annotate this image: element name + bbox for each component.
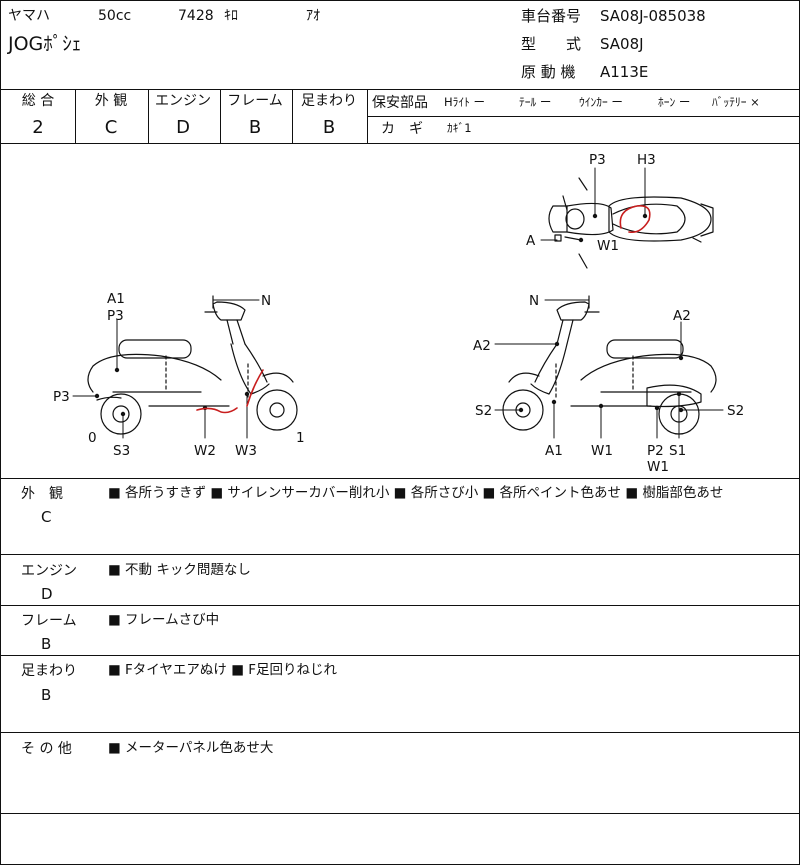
grade-header-engine: エンジン <box>155 93 211 109</box>
safety-item-winker: ｳｲﾝｶｰ ー <box>579 95 623 109</box>
label-left-front-end: 1 <box>296 430 305 446</box>
label-right-s2-rear: S2 <box>727 403 744 419</box>
note-category-exterior: 外 観 <box>21 486 63 502</box>
label-right-a2-front: A2 <box>473 338 491 354</box>
engine-code: A113E <box>600 63 649 81</box>
divider <box>75 89 76 143</box>
note-grade-frame: B <box>41 635 52 653</box>
divider <box>1 89 799 90</box>
note-text-other: ■ メーターパネル色あせ大 <box>108 740 274 756</box>
leader-lines <box>72 167 724 439</box>
model-name: JOGﾎﾟｼｪ <box>8 33 82 55</box>
engine-label: 原 動 機 <box>521 63 576 81</box>
key-label: カ ギ <box>381 121 423 137</box>
grade-suspension: B <box>322 117 336 138</box>
mileage-unit: ｷﾛ <box>224 8 238 24</box>
divider <box>1 605 799 606</box>
divider <box>367 89 368 143</box>
note-category-other: そ の 他 <box>21 741 72 757</box>
note-text-engine: ■ 不動 キック問題なし <box>108 562 251 578</box>
divider <box>1 655 799 656</box>
key-value: ｶｷﾞ1 <box>447 121 472 135</box>
divider <box>292 89 293 143</box>
grade-engine: D <box>176 117 190 138</box>
label-right-w1-rear: W1 <box>647 459 669 475</box>
label-top-p3: P3 <box>589 152 606 168</box>
label-right-p2: P2 <box>647 443 664 459</box>
label-left-s3: S3 <box>113 443 130 459</box>
grade-overall: 2 <box>32 117 44 138</box>
divider <box>148 89 149 143</box>
note-text-frame: ■ フレームさび中 <box>108 612 220 628</box>
label-left-n: N <box>261 293 271 309</box>
mileage: 7428 <box>178 8 214 24</box>
label-right-a1: A1 <box>545 443 563 459</box>
note-grade-suspension: B <box>41 686 52 704</box>
divider <box>1 813 799 814</box>
divider <box>1 143 799 144</box>
label-top-h3: H3 <box>637 152 656 168</box>
scooter-top-view <box>548 177 714 269</box>
safety-item-headlight: Hﾗｲﾄ ー <box>444 95 486 109</box>
label-left-w2: W2 <box>194 443 216 459</box>
label-right-s2-front: S2 <box>475 403 492 419</box>
model-code-label: 型 式 <box>521 35 582 53</box>
label-left-rear-end: 0 <box>88 430 97 446</box>
grade-frame: B <box>248 117 262 138</box>
displacement: 50cc <box>98 8 132 24</box>
divider <box>368 116 799 117</box>
divider <box>220 89 221 143</box>
safety-parts-label: 保安部品 <box>372 95 428 111</box>
body-color: ｱｵ <box>306 8 320 24</box>
label-right-a2-rear: A2 <box>673 308 691 324</box>
note-grade-engine: D <box>41 585 53 603</box>
note-grade-exterior: C <box>41 508 52 526</box>
note-text-suspension: ■ Fタイヤエアぬけ ■ F足回りねじれ <box>108 662 338 678</box>
label-left-w3: W3 <box>235 443 257 459</box>
safety-item-battery: ﾊﾞｯﾃﾘｰ × <box>712 95 760 109</box>
note-category-frame: フレーム <box>21 613 77 629</box>
divider <box>1 478 799 479</box>
label-top-w1: W1 <box>597 238 619 254</box>
frame-no-label: 車台番号 <box>521 7 582 25</box>
safety-item-horn: ﾎｰﾝ ー <box>658 95 691 109</box>
damage-diagram: P3 H3 A W1 A1 P3 N P3 0 S3 W2 W3 1 N A2 … <box>53 152 744 475</box>
frame-no: SA08J-085038 <box>600 7 706 25</box>
maker: ヤマハ <box>8 8 50 24</box>
note-text-exterior: ■ 各所うすきず ■ サイレンサーカバー削れ小 ■ 各所さび小 ■ 各所ペイント… <box>108 485 724 501</box>
label-right-w1: W1 <box>591 443 613 459</box>
grade-header-suspension: 足まわり <box>301 93 357 109</box>
label-left-p3-upper: P3 <box>107 308 124 324</box>
grade-header-frame: フレーム <box>227 93 283 109</box>
model-code: SA08J <box>600 35 644 53</box>
divider <box>1 732 799 733</box>
grade-exterior: C <box>104 117 118 138</box>
pointer-dots <box>94 213 684 417</box>
grade-header-overall: 総 合 <box>21 93 55 109</box>
note-category-engine: エンジン <box>21 563 77 579</box>
grade-header-exterior: 外 観 <box>94 93 128 109</box>
label-right-s1: S1 <box>669 443 686 459</box>
divider <box>1 554 799 555</box>
damage-marks <box>196 204 651 414</box>
label-right-n: N <box>529 293 539 309</box>
label-left-p3-rear: P3 <box>53 389 70 405</box>
label-top-a: A <box>526 233 536 249</box>
note-category-suspension: 足まわり <box>21 663 77 679</box>
safety-item-taillight: ﾃｰﾙ ー <box>519 95 552 109</box>
label-left-a1: A1 <box>107 291 125 307</box>
